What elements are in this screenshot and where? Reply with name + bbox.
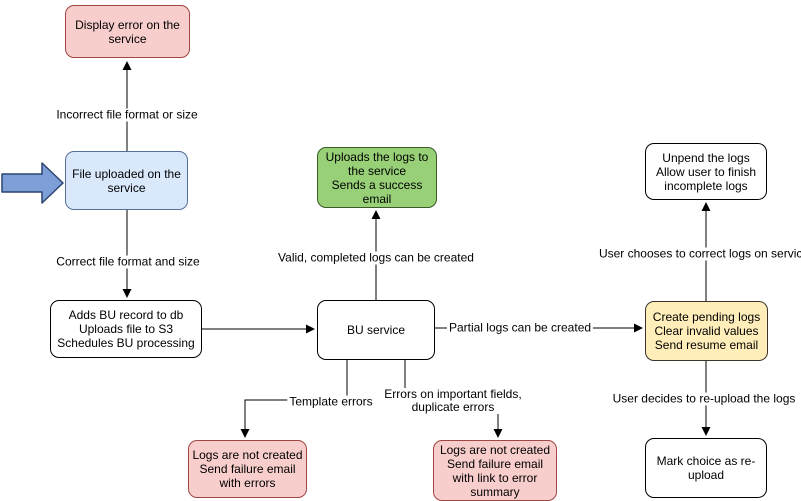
- node-line: Create pending logs: [652, 310, 761, 324]
- node-line: service: [107, 180, 146, 195]
- edge-label-user-reuploads: User decides to re-upload the logs: [610, 391, 798, 406]
- node-mark-choice-reupload: Mark choice as re- upload: [645, 438, 767, 498]
- node-uploads-logs-success: Uploads the logs to the service Sends a …: [317, 147, 437, 208]
- edge-label-correct-format: Correct file format and size: [54, 254, 202, 269]
- edge-label-template-errors: Template errors: [287, 394, 375, 409]
- node-line: Send resume email: [654, 338, 759, 352]
- node-file-uploaded: File uploaded on the service: [65, 151, 188, 210]
- node-line: Logs are not created: [439, 442, 551, 457]
- node-line: Send failure email: [199, 462, 296, 476]
- node-line: Uploads file to S3: [78, 322, 174, 336]
- node-line: Mark choice as re-: [656, 454, 756, 468]
- node-display-error: Display error on the service: [65, 5, 190, 58]
- node-line: with errors: [219, 476, 276, 490]
- node-line: email: [362, 191, 392, 206]
- entry-block-arrow-icon: [1, 162, 64, 204]
- edge-label-valid-logs: Valid, completed logs can be created: [276, 250, 476, 265]
- node-bu-service: BU service: [317, 300, 435, 360]
- node-line: File uploaded on the: [72, 166, 181, 181]
- node-line: the service: [347, 163, 407, 178]
- edge-label-partial-logs: Partial logs can be created: [446, 320, 594, 335]
- edge-label-line: Errors on important fields,: [384, 387, 522, 401]
- edge-label-user-corrects: User chooses to correct logs on service: [596, 247, 801, 261]
- node-line: with link to error: [452, 470, 538, 485]
- node-line: BU service: [346, 323, 405, 337]
- node-adds-bu-record: Adds BU record to db Uploads file to S3 …: [50, 300, 202, 358]
- node-line: Send failure email: [446, 456, 544, 471]
- node-line: Sends a success: [331, 177, 423, 192]
- edge-label-incorrect-format: Incorrect file format or size: [54, 107, 200, 122]
- node-unpend-logs: Unpend the logs Allow user to finish inc…: [645, 143, 767, 200]
- edge-label-line: duplicate errors: [411, 400, 495, 414]
- node-line: Clear invalid values: [654, 324, 759, 338]
- node-create-pending-logs: Create pending logs Clear invalid values…: [645, 301, 768, 361]
- node-line: upload: [687, 468, 725, 482]
- node-line: incomplete logs: [664, 178, 748, 193]
- node-line: Uploads the logs to: [325, 149, 429, 164]
- node-line: Adds BU record to db: [68, 308, 184, 322]
- node-line: Display error on the: [75, 17, 180, 32]
- node-line: summary: [470, 484, 520, 499]
- node-line: Logs are not created: [192, 448, 303, 462]
- node-line: service: [108, 31, 147, 46]
- node-failure-with-errors: Logs are not created Send failure email …: [188, 440, 307, 498]
- node-failure-error-summary: Logs are not created Send failure email …: [433, 440, 557, 501]
- node-line: Schedules BU processing: [57, 336, 195, 350]
- node-line: Unpend the logs: [662, 150, 750, 165]
- edge-label-important-errors: Errors on important fields, duplicate er…: [382, 387, 524, 414]
- node-line: Allow user to finish: [655, 164, 757, 179]
